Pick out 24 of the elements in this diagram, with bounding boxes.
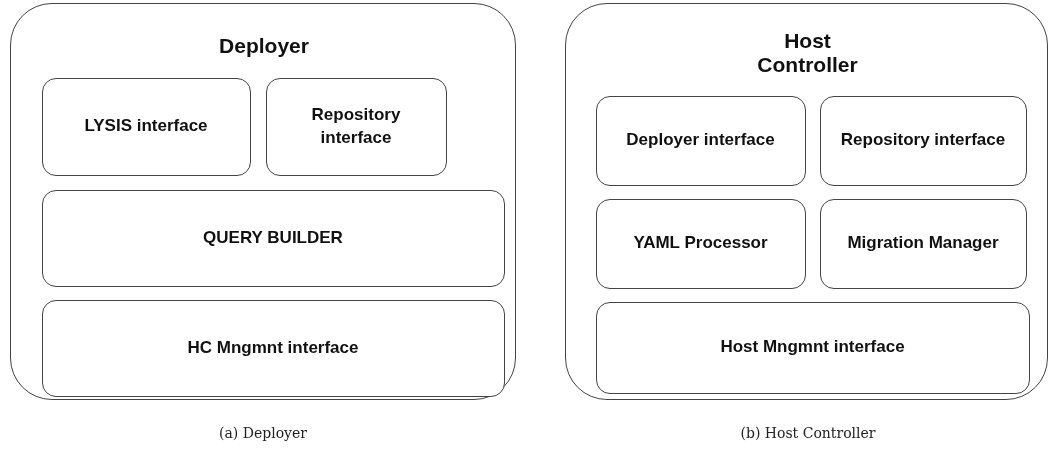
component-box (595, 95, 806, 186)
component-label: Repository interface (839, 129, 1007, 152)
component-label: Migration Manager (846, 232, 1000, 255)
component-box (595, 198, 806, 289)
component-box (819, 95, 1027, 186)
container-title: Host Controller (756, 29, 859, 77)
container-box (565, 3, 1048, 400)
component-label: YAML Processor (632, 232, 769, 255)
figure-caption: (b) Host Controller (740, 425, 876, 441)
component-box (41, 299, 505, 397)
container-title: Deployer (218, 34, 310, 58)
component-label: QUERY BUILDER (202, 226, 344, 249)
component-label: Host Mngmnt interface (719, 336, 906, 359)
component-label: HC Mngmnt interface (186, 336, 360, 359)
component-label: Deployer interface (625, 129, 776, 152)
component-box (595, 301, 1030, 394)
component-label: LYSIS interface (83, 115, 209, 138)
component-box (265, 77, 447, 176)
figure-caption: (a) Deployer (219, 425, 307, 441)
container-box (10, 3, 516, 400)
component-box (41, 189, 505, 287)
component-label: Repository interface (310, 103, 402, 149)
component-box (819, 198, 1027, 289)
component-box (41, 77, 251, 176)
